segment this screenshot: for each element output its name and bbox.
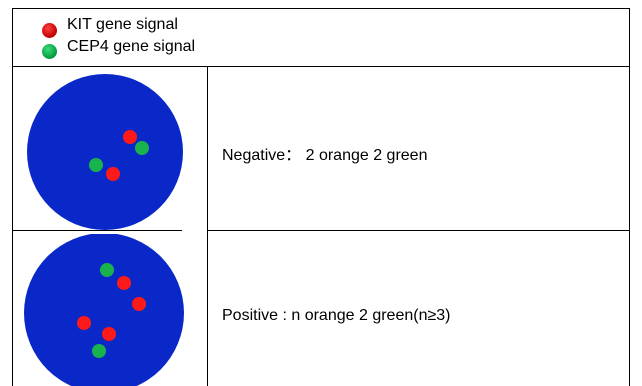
nucleus [27,74,183,230]
row-divider-partial [12,230,182,231]
table-border-top [12,8,630,9]
green-dot-icon [42,44,57,59]
cep4-signal [100,263,114,277]
row-divider [207,230,630,231]
negative-description: Negative： 2 orange 2 green [222,147,428,164]
kit-signal [123,130,137,144]
kit-signal [117,276,131,290]
kit-signal [132,297,146,311]
table-border-left [12,8,13,386]
cep4-signal [89,158,103,172]
legend-row-divider [12,66,630,67]
positive-description: Positive : n orange 2 green(n≥3) [222,307,451,324]
cep4-signal [135,141,149,155]
legend-label-kit: KIT gene signal [67,16,178,33]
positive-nucleus-diagram [24,234,184,386]
cep4-signal [92,344,106,358]
negative-nucleus-diagram [27,74,183,230]
column-divider [207,66,208,386]
table-border-right [629,8,630,386]
legend-label-cep4: CEP4 gene signal [67,38,196,55]
kit-signal [102,327,116,341]
red-dot-icon [42,23,57,38]
kit-signal [77,316,91,330]
kit-signal [106,167,120,181]
nucleus [24,234,184,386]
